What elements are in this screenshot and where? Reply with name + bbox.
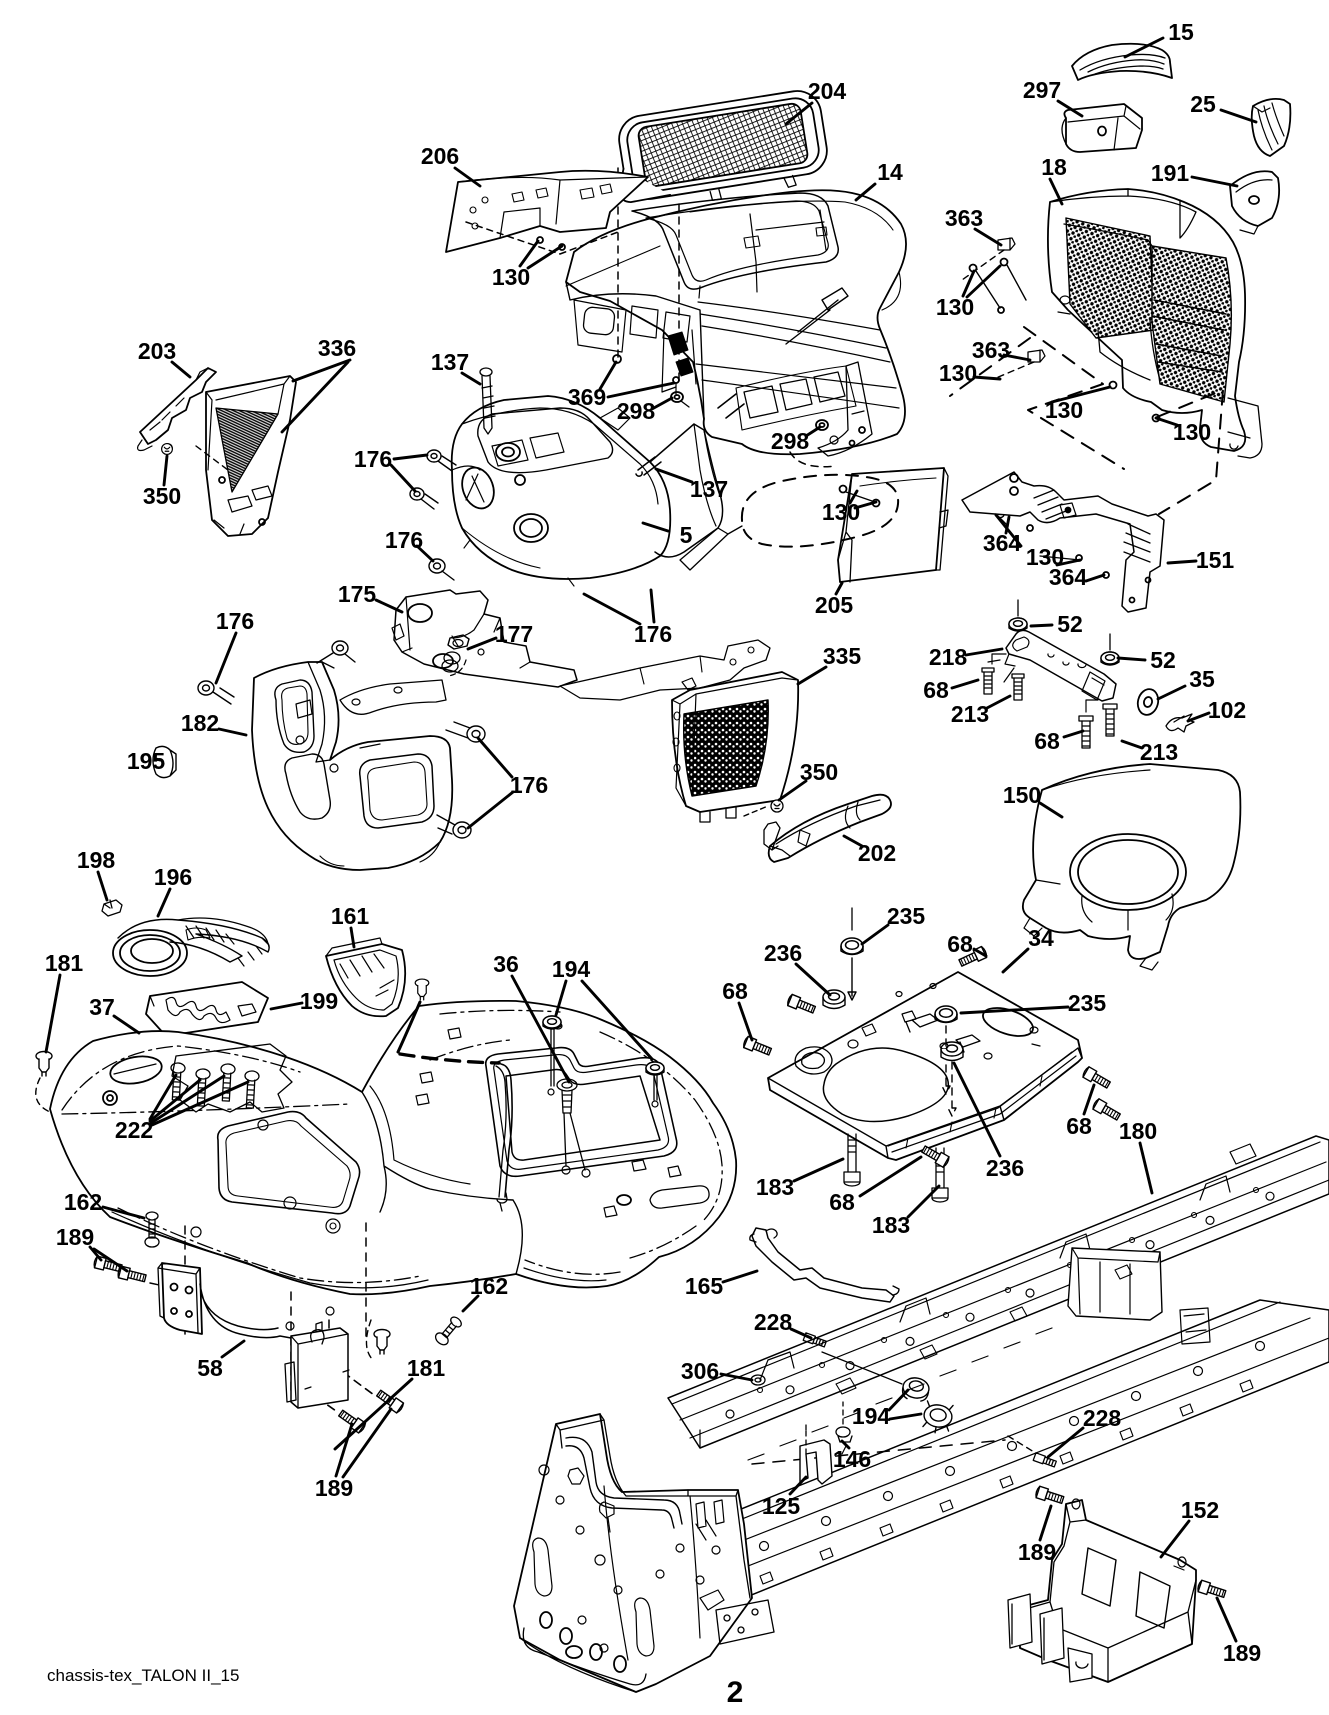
svg-text:218: 218 [929, 644, 968, 670]
svg-text:130: 130 [939, 360, 977, 386]
svg-text:176: 176 [216, 608, 254, 634]
svg-text:183: 183 [756, 1174, 794, 1200]
svg-text:199: 199 [300, 988, 338, 1014]
svg-text:203: 203 [138, 338, 176, 364]
svg-text:130: 130 [1026, 544, 1064, 570]
svg-text:350: 350 [800, 759, 838, 785]
svg-text:137: 137 [690, 476, 728, 502]
svg-text:177: 177 [495, 621, 533, 647]
svg-text:363: 363 [945, 205, 983, 231]
svg-text:176: 176 [634, 621, 672, 647]
svg-text:25: 25 [1190, 91, 1216, 117]
svg-text:176: 176 [385, 527, 423, 553]
svg-text:68: 68 [947, 931, 973, 957]
svg-text:205: 205 [815, 592, 854, 618]
svg-text:175: 175 [338, 581, 377, 607]
svg-text:162: 162 [64, 1189, 102, 1215]
svg-text:2: 2 [727, 1676, 744, 1709]
svg-text:189: 189 [56, 1224, 94, 1250]
svg-text:130: 130 [936, 294, 974, 320]
svg-text:194: 194 [552, 956, 591, 982]
svg-text:297: 297 [1023, 77, 1061, 103]
svg-text:191: 191 [1151, 160, 1190, 186]
svg-text:34: 34 [1028, 925, 1054, 951]
svg-text:152: 152 [1181, 1497, 1219, 1523]
svg-text:213: 213 [1140, 739, 1178, 765]
svg-text:161: 161 [331, 903, 370, 929]
svg-text:176: 176 [510, 772, 548, 798]
svg-text:364: 364 [1049, 564, 1088, 590]
svg-text:196: 196 [154, 864, 192, 890]
svg-text:52: 52 [1150, 647, 1176, 673]
svg-text:68: 68 [722, 978, 748, 1004]
svg-text:236: 236 [764, 940, 802, 966]
svg-text:202: 202 [858, 840, 896, 866]
svg-text:130: 130 [492, 264, 530, 290]
svg-text:363: 363 [972, 337, 1010, 363]
svg-text:130: 130 [1045, 397, 1083, 423]
svg-text:180: 180 [1119, 1118, 1157, 1144]
svg-text:228: 228 [1083, 1405, 1122, 1431]
svg-text:68: 68 [1034, 728, 1060, 754]
svg-text:236: 236 [986, 1155, 1024, 1181]
svg-text:350: 350 [143, 483, 181, 509]
svg-text:189: 189 [1018, 1539, 1056, 1565]
svg-text:68: 68 [1066, 1113, 1092, 1139]
svg-text:137: 137 [431, 349, 469, 375]
svg-text:195: 195 [127, 748, 166, 774]
svg-text:130: 130 [822, 499, 860, 525]
svg-text:15: 15 [1168, 19, 1194, 45]
svg-text:68: 68 [829, 1189, 855, 1215]
svg-text:35: 35 [1189, 666, 1215, 692]
svg-text:182: 182 [181, 710, 219, 736]
svg-text:14: 14 [877, 159, 903, 185]
svg-text:146: 146 [833, 1446, 871, 1472]
svg-text:102: 102 [1208, 697, 1246, 723]
svg-text:369: 369 [568, 384, 606, 410]
svg-text:151: 151 [1196, 547, 1235, 573]
svg-text:125: 125 [762, 1493, 801, 1519]
svg-text:37: 37 [89, 994, 115, 1020]
svg-text:130: 130 [1173, 419, 1211, 445]
svg-text:181: 181 [407, 1355, 446, 1381]
svg-text:364: 364 [983, 530, 1022, 556]
svg-text:176: 176 [354, 446, 392, 472]
svg-text:204: 204 [808, 78, 847, 104]
svg-text:206: 206 [421, 143, 459, 169]
svg-text:336: 336 [318, 335, 356, 361]
svg-text:58: 58 [197, 1355, 223, 1381]
svg-text:235: 235 [887, 903, 926, 929]
svg-text:5: 5 [680, 522, 693, 548]
svg-text:194: 194 [852, 1403, 891, 1429]
svg-text:68: 68 [923, 677, 949, 703]
svg-text:213: 213 [951, 701, 989, 727]
svg-text:298: 298 [617, 398, 656, 424]
svg-text:235: 235 [1068, 990, 1107, 1016]
svg-text:150: 150 [1003, 782, 1041, 808]
svg-text:228: 228 [754, 1309, 793, 1335]
svg-text:183: 183 [872, 1212, 910, 1238]
svg-text:298: 298 [771, 428, 810, 454]
svg-text:189: 189 [1223, 1640, 1261, 1666]
svg-text:165: 165 [685, 1273, 724, 1299]
svg-text:36: 36 [493, 951, 519, 977]
svg-text:162: 162 [470, 1273, 508, 1299]
svg-text:181: 181 [45, 950, 84, 976]
svg-text:222: 222 [115, 1117, 153, 1143]
svg-text:198: 198 [77, 847, 116, 873]
svg-text:18: 18 [1041, 154, 1067, 180]
svg-text:306: 306 [681, 1358, 719, 1384]
svg-text:chassis-tex_TALON II_15: chassis-tex_TALON II_15 [47, 1666, 239, 1685]
svg-text:335: 335 [823, 643, 862, 669]
svg-text:189: 189 [315, 1475, 353, 1501]
svg-text:52: 52 [1057, 611, 1083, 637]
